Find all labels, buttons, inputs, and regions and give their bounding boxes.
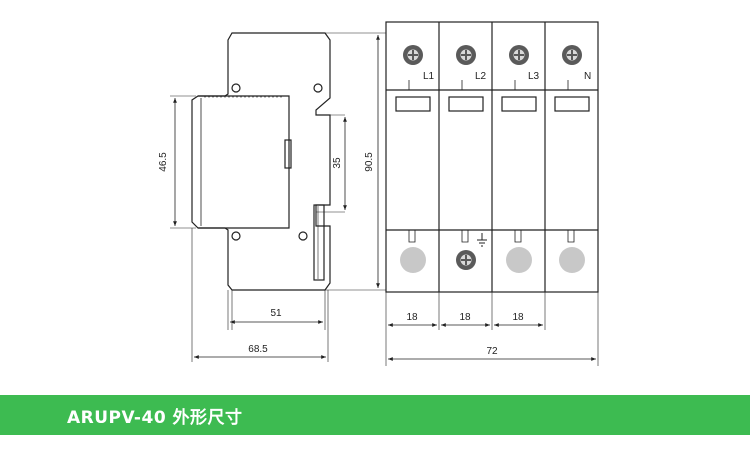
terminal-screw-icon [456,45,476,65]
terminal-screw-icon [562,45,582,65]
mount-hole [313,83,323,93]
dim-height-rail: 35 [332,157,343,169]
status-window-2 [448,96,484,112]
dim-height-front: 46.5 [158,152,169,172]
bottom-terminal-grey [559,247,585,273]
dimension-drawing: 46.5 35 90.5 51 68.5 L1 L2 L3 N [158,21,599,366]
dim-pole-1: 18 [406,312,418,323]
status-window-4 [554,96,590,112]
terminal-screw-icon [403,45,423,65]
pole-label-l2: L2 [475,71,487,82]
side-view [191,32,345,330]
pole-label-n: N [584,71,591,82]
rail-clip [313,204,325,281]
bottom-terminal-grey [506,247,532,273]
mount-hole [231,231,241,241]
dim-pole-2: 18 [459,312,471,323]
front-dimensions [385,292,599,366]
ground-symbol-icon [477,233,487,247]
dim-pole-3: 18 [512,312,524,323]
dim-height-total: 90.5 [364,152,375,172]
front-view [385,21,599,293]
terminal-screw-icon [509,45,529,65]
ground-screw-icon [456,250,476,270]
dim-front-total: 72 [486,346,498,357]
dim-width-side-total: 68.5 [248,344,268,355]
pole-label-l3: L3 [528,71,540,82]
status-window-3 [501,96,537,112]
side-dimensions [170,32,386,362]
title-banner: ARUPV-40 外形尺寸 [0,395,750,435]
dim-width-body: 51 [270,308,282,319]
side-body-outline [191,32,331,291]
mount-hole [298,231,308,241]
status-window-1 [395,96,431,112]
banner-title: ARUPV-40 外形尺寸 [67,407,243,428]
front-cover [198,95,290,229]
window-slot [284,139,292,169]
mount-hole [231,83,241,93]
pole-label-l1: L1 [423,71,435,82]
bottom-terminal-grey [400,247,426,273]
